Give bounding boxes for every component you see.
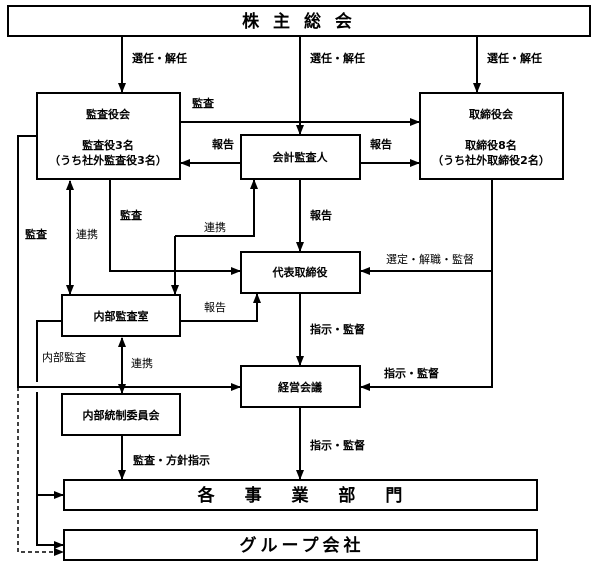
arrow-report-internal: [180, 293, 261, 322]
line-internal-audit: [36, 320, 62, 382]
arrow-coop-auditor: [175, 179, 258, 237]
label-select-dismiss: 選定・解職・監督: [386, 252, 474, 266]
label-elect-1: 選任・解任: [132, 51, 187, 65]
label-report-audit: 報告: [212, 137, 234, 151]
arrow-audit-meeting: [17, 135, 241, 391]
label-elect-3: 選任・解任: [487, 51, 542, 65]
arrow-internal-audit-group: [36, 392, 64, 549]
svg-text:（うち社外取締役2名）: （うち社外取締役2名）: [432, 153, 550, 167]
label-coop-2: 連携: [204, 220, 226, 234]
label-report-board: 報告: [370, 137, 392, 151]
connectors: [17, 36, 493, 556]
label-coop-3: 連携: [131, 356, 153, 370]
svg-text:代表取締役: 代表取締役: [272, 265, 328, 279]
representative-director: 代表取締役: [240, 251, 361, 294]
label-audit-board: 監査: [192, 96, 214, 110]
arrow-dashed-group: [17, 387, 64, 556]
management-meeting: 経営会議: [240, 365, 361, 408]
business-divisions: 各 事 業 部 門: [63, 479, 538, 511]
svg-text:会計監査人: 会計監査人: [273, 150, 329, 164]
svg-text:取締役会: 取締役会: [469, 107, 514, 121]
svg-text:経営会議: 経営会議: [278, 380, 322, 394]
label-audit-left: 監査: [25, 227, 47, 241]
arrow-board-meeting: [360, 179, 493, 391]
accounting-auditor: 会計監査人: [240, 134, 361, 180]
label-internal-audit: 内部監査: [42, 350, 86, 364]
label-coop-1: 連携: [76, 227, 98, 241]
label-instruct-1: 指示・監督: [310, 322, 365, 336]
board-of-directors: 取締役会 取締役8名 （うち社外取締役2名）: [419, 92, 564, 180]
svg-text:グループ会社: グループ会社: [240, 535, 365, 556]
internal-audit-office: 内部監査室: [61, 294, 181, 337]
svg-text:内部監査室: 内部監査室: [94, 309, 149, 323]
shareholders-meeting: 株 主 総 会: [7, 5, 591, 37]
group-companies: グループ会社: [63, 529, 538, 561]
svg-text:（うち社外監査役3名）: （うち社外監査役3名）: [49, 153, 167, 167]
audit-board: 監査役会 監査役3名 （うち社外監査役3名）: [36, 92, 181, 180]
arrow-audit-rep: [109, 179, 241, 275]
internal-control-committee: 内部統制委員会: [61, 393, 181, 436]
svg-text:各 事 業 部 門: 各 事 業 部 門: [197, 485, 415, 506]
label-report-internal: 報告: [204, 301, 226, 314]
label-instruct-3: 指示・監督: [310, 438, 365, 452]
svg-text:取締役8名: 取締役8名: [465, 138, 517, 152]
svg-text:内部統制委員会: 内部統制委員会: [83, 408, 161, 422]
connector-labels: 選任・解任 選任・解任 選任・解任 監査 報告 報告 監査 連携 監査 連携 報…: [25, 51, 542, 467]
label-instruct-2: 指示・監督: [384, 366, 439, 380]
label-elect-2: 選任・解任: [310, 51, 365, 65]
label-report-rep: 報告: [310, 208, 332, 222]
svg-text:監査役3名: 監査役3名: [82, 138, 134, 152]
label-audit-rep: 監査: [120, 208, 142, 222]
label-audit-policy: 監査・方針指示: [133, 453, 210, 467]
svg-text:株 主 総 会: 株 主 総 会: [242, 11, 356, 32]
svg-text:監査役会: 監査役会: [86, 107, 131, 121]
